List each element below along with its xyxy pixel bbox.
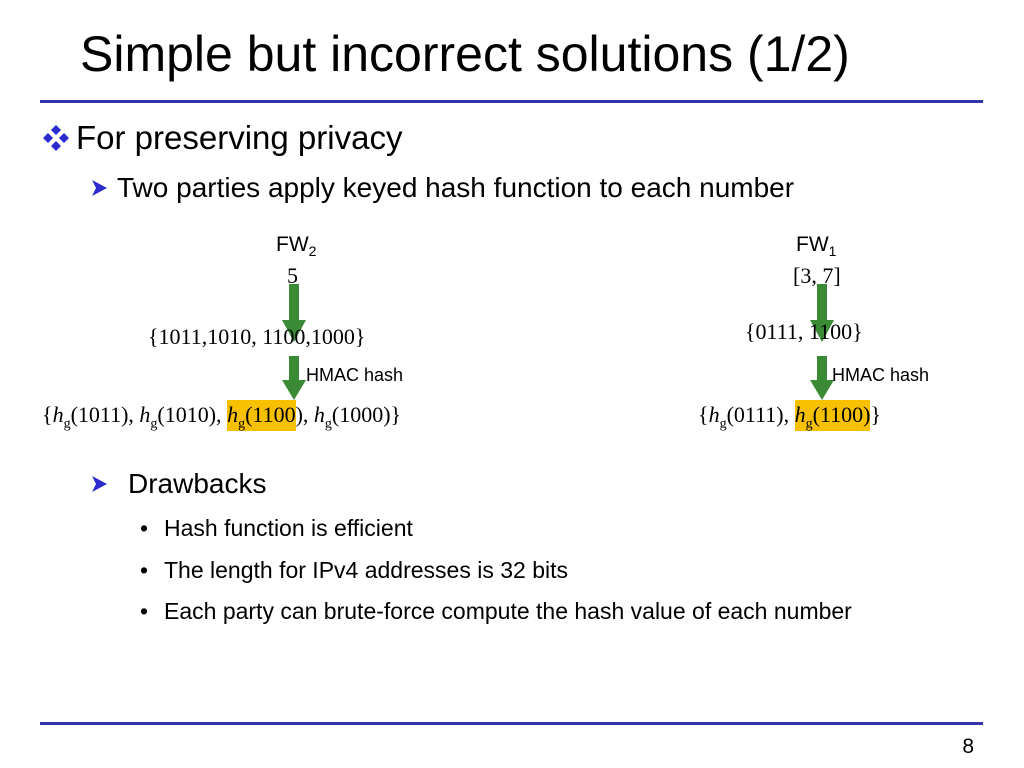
arrowhead-bullet-icon [92, 180, 107, 196]
hash-open-brace: { [42, 402, 53, 427]
list-item-text: Each party can brute-force compute the h… [164, 598, 852, 624]
list-item: • Hash function is efficient [140, 511, 920, 545]
bullet-dot: • [140, 515, 149, 541]
list-item: • Each party can brute-force compute the… [140, 594, 920, 628]
bullet-dot: • [140, 598, 149, 624]
green-down-arrow-icon [810, 356, 834, 400]
fw2-binary-set: {1011,1010, 1100,1000} [148, 324, 366, 349]
fw1-binary-set: {0111, 1100} [745, 319, 863, 344]
footer-divider [40, 722, 983, 725]
fw1-hash-set: {hg(0111), hg(1100)} [698, 400, 881, 439]
fw2-label-text: FW [276, 233, 309, 256]
hash-item: (1000)} [331, 402, 402, 427]
hash-func: h [313, 402, 325, 427]
fw1-label-sub: 1 [828, 243, 837, 260]
page-number: 8 [962, 735, 974, 758]
fw2-hmac-label: HMAC hash [306, 365, 404, 385]
hash-sub: g [805, 416, 813, 432]
hash-sub: g [63, 416, 71, 432]
fw2-label: FW2 [276, 232, 316, 264]
fw1-hmac-label: HMAC hash [832, 365, 930, 385]
hash-sub: g [150, 416, 158, 432]
fw2-hash-set: {hg(1011), hg(1010), hg(1100), hg(1000)} [42, 400, 401, 439]
green-down-arrow-icon [282, 356, 306, 400]
hash-func: h [139, 402, 151, 427]
hash-item: } [870, 402, 881, 427]
bullet-dot: • [140, 557, 149, 583]
title-divider [40, 100, 983, 103]
green-down-arrow-icon [810, 284, 834, 342]
arrowhead-bullet-icon [92, 476, 107, 492]
diamond-bullet-icon [43, 125, 69, 151]
hash-sub: g [238, 416, 246, 432]
hash-open-brace: { [698, 402, 709, 427]
matching-hash-highlight: hg(1100 [227, 400, 296, 431]
fw1-label-text: FW [796, 233, 829, 256]
hash-sub: g [324, 416, 332, 432]
list-item-text: Hash function is efficient [164, 515, 413, 541]
slide-title: Simple but incorrect solutions (1/2) [80, 26, 850, 82]
hash-item: (0111), [726, 402, 795, 427]
fw2-value: 5 [287, 263, 298, 288]
list-item-text: The length for IPv4 addresses is 32 bits [164, 557, 568, 583]
hash-func: h [52, 402, 64, 427]
fw1-label: FW1 [796, 232, 836, 264]
bullet-drawbacks: Drawbacks [90, 466, 266, 502]
hash-item: (1100 [245, 402, 296, 427]
bullet-keyed-hash-text: Two parties apply keyed hash function to… [117, 172, 795, 203]
bullet-preserving-privacy: For preserving privacy [42, 118, 402, 158]
hash-item: (1011), [70, 402, 140, 427]
hash-item: ), [295, 402, 314, 427]
drawbacks-heading: Drawbacks [128, 468, 267, 499]
hash-item: (1010), [157, 402, 228, 427]
bullet-keyed-hash: Two parties apply keyed hash function to… [90, 170, 794, 206]
bullet-preserving-privacy-text: For preserving privacy [76, 119, 403, 156]
matching-hash-highlight: hg(1100) [794, 400, 871, 432]
hash-func: h [708, 402, 720, 427]
hash-func: h [794, 402, 806, 427]
fw1-value: [3, 7] [793, 263, 841, 288]
green-down-arrow-icon [282, 284, 306, 342]
hash-sub: g [719, 416, 727, 432]
fw2-label-sub: 2 [308, 243, 317, 260]
hash-func: h [227, 402, 239, 427]
hash-item: (1100) [812, 402, 871, 427]
list-item: • The length for IPv4 addresses is 32 bi… [140, 553, 920, 587]
